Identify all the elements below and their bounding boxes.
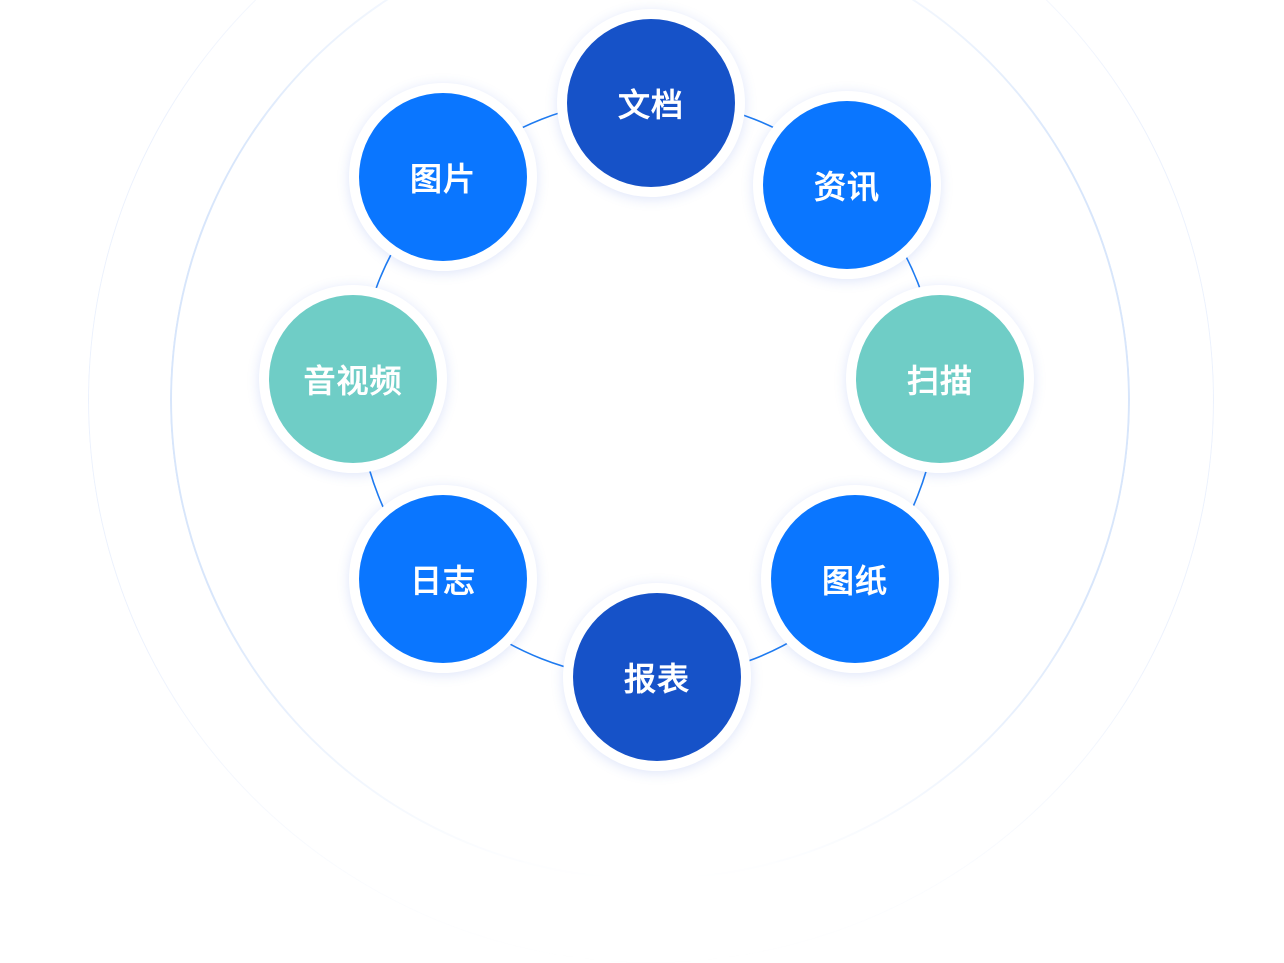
node-circle: 图片	[359, 93, 527, 261]
node-drawings[interactable]: 图纸	[761, 485, 949, 673]
node-logs[interactable]: 日志	[349, 485, 537, 673]
node-reports[interactable]: 报表	[563, 583, 751, 771]
node-label: 图片	[409, 160, 476, 198]
node-circle: 音视频	[269, 295, 437, 463]
node-news[interactable]: 资讯	[753, 91, 941, 279]
node-label: 图纸	[821, 562, 888, 600]
node-circle: 图纸	[771, 495, 939, 663]
node-label: 文档	[617, 86, 684, 124]
node-circle: 报表	[573, 593, 741, 761]
node-audio-video[interactable]: 音视频	[259, 285, 447, 473]
node-label: 报表	[623, 660, 690, 698]
node-circle: 文档	[567, 19, 735, 187]
node-label: 音视频	[303, 362, 403, 400]
node-label: 日志	[409, 562, 476, 600]
node-images[interactable]: 图片	[349, 83, 537, 271]
node-circle: 日志	[359, 495, 527, 663]
node-label: 扫描	[906, 362, 973, 400]
node-circle: 资讯	[763, 101, 931, 269]
node-circle: 扫描	[856, 295, 1024, 463]
node-scan[interactable]: 扫描	[846, 285, 1034, 473]
node-label: 资讯	[813, 168, 880, 206]
node-documents[interactable]: 文档	[557, 9, 745, 197]
